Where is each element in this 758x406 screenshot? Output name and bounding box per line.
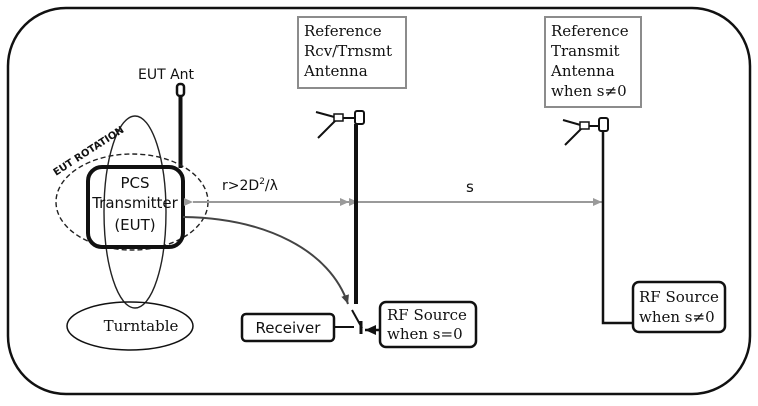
turntable-label: Turntable (104, 317, 179, 335)
ref-rcv-label-line3: Antenna (303, 62, 368, 80)
ref-tx-label-line3: Antenna (550, 62, 615, 80)
distance-r-label: r>2D2/λ (222, 177, 278, 194)
rf-source-far-line1: RF Source (639, 288, 719, 306)
rf-source-near-line2: when s=0 (387, 325, 463, 343)
ref-tx-label-line2: Transmit (551, 42, 620, 60)
ref-tx-feed-line (603, 131, 633, 323)
eut-antenna-tip (177, 84, 184, 96)
rotation-ellipse-vertical (104, 116, 166, 308)
pcs-label-line1: PCS (120, 174, 149, 192)
ref-rcv-label-line2: Rcv/Trnsmt (304, 42, 392, 60)
pcs-label-line2: Transmitter (91, 194, 178, 212)
eut-rotation-label: EUT ROTATION (52, 125, 127, 179)
ref-tx-antenna (563, 118, 608, 145)
ref-rcv-label-line1: Reference (304, 22, 382, 40)
ref-tx-label-line4: when s≠0 (551, 82, 627, 100)
rf-source-far-line2: when s≠0 (639, 308, 715, 326)
eut-feed-curve (183, 217, 348, 304)
ref-tx-label-line1: Reference (551, 22, 629, 40)
eut-ant-label: EUT Ant (138, 67, 195, 83)
receiver-label: Receiver (256, 319, 322, 337)
pcs-label-line3: (EUT) (114, 216, 155, 234)
distance-s-label: s (466, 178, 474, 196)
rf-source-near-line1: RF Source (387, 306, 467, 324)
